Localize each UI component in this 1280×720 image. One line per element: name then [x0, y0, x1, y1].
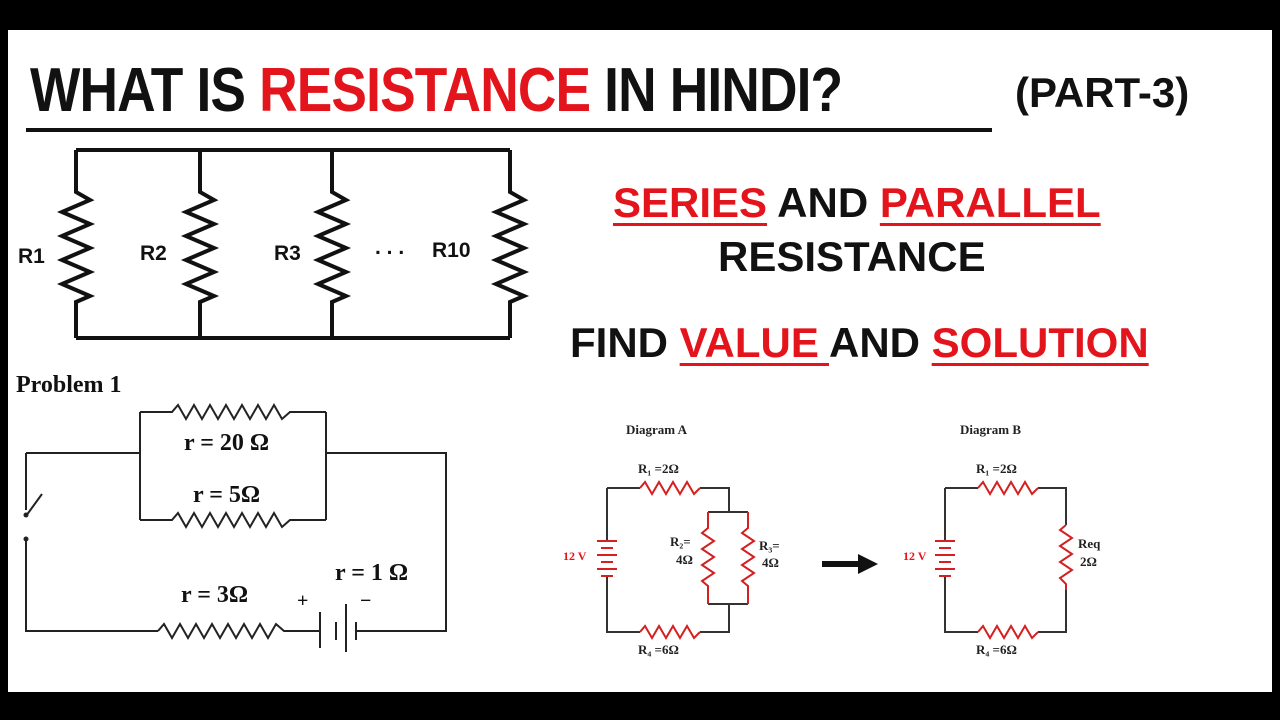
a-r1-label: R₁ =2Ω [638, 461, 679, 476]
right-wire-top [326, 452, 447, 632]
series-word: SERIES [613, 179, 768, 226]
a-r3-zigzag [740, 512, 756, 604]
a-bottom-stub [700, 604, 730, 633]
branch-r2 [180, 150, 220, 338]
a-r4-zigzag [639, 624, 701, 640]
branch-r10 [490, 150, 530, 338]
resistance-word: RESISTANCE [718, 233, 986, 280]
b-r4-zigzag [977, 624, 1039, 640]
battery-minus: − [360, 590, 372, 612]
diagram-a-heading: Diagram A [626, 422, 688, 437]
battery-plus: + [297, 590, 309, 612]
series-parallel-heading: SERIES AND PARALLEL [613, 182, 1101, 224]
title-part-label: (PART-3) [1015, 69, 1190, 116]
find-word: FIND [570, 319, 680, 366]
title-highlight: RESISTANCE [259, 56, 591, 125]
switch-contact-top [23, 512, 29, 518]
a-r4-label: R₄ =6Ω [638, 642, 679, 657]
arrow-icon [822, 554, 878, 574]
b-req-label-bot: 2Ω [1080, 554, 1097, 569]
b-bottom-right [1038, 590, 1067, 633]
label-r3: R3 [274, 242, 301, 265]
lower-zigzag [140, 510, 326, 530]
a-r2-label-bot: 4Ω [676, 552, 693, 567]
b-wire-left-low [944, 576, 978, 633]
upper-zigzag [140, 402, 326, 422]
a-r2-zigzag [700, 512, 716, 604]
label-r10: R10 [432, 239, 471, 262]
a-battery [597, 540, 617, 577]
a-r2-label-top: R₂= [670, 534, 691, 549]
label-r3-problem: r = 3Ω [181, 582, 249, 608]
switch-arm [25, 493, 43, 517]
a-r1-zigzag [639, 480, 701, 496]
a-r3-label-bot: 4Ω [762, 555, 779, 570]
label-r1-problem: r = 1 Ω [335, 560, 409, 586]
label-r20: r = 20 Ω [184, 430, 270, 456]
b-r4-label: R₄ =6Ω [976, 642, 1017, 657]
b-req-zigzag [1058, 524, 1074, 590]
label-r5: r = 5Ω [193, 482, 261, 508]
white-card [8, 30, 1272, 692]
value-word: VALUE [679, 319, 829, 366]
branch-r3 [312, 150, 352, 338]
r3-zigzag [157, 621, 320, 641]
page-title: WHAT IS RESISTANCE IN HINDI? [30, 60, 843, 122]
title-part1: WHAT IS [30, 56, 260, 125]
parallel-word: PARALLEL [879, 179, 1101, 226]
left-wire-lower [25, 540, 158, 632]
title-part2: IN HINDI? [590, 56, 843, 125]
and-word-2: AND [829, 319, 932, 366]
diagram-b-heading: Diagram B [960, 422, 1022, 437]
b-r1-label: R₁ =2Ω [976, 461, 1017, 476]
a-top-right [700, 487, 730, 512]
b-top-right [1038, 487, 1067, 525]
a-voltage: 12 V [563, 549, 587, 563]
branch-r1 [56, 150, 96, 338]
a-r3-label-top: R₃= [759, 538, 780, 553]
title-underline [26, 128, 992, 132]
b-r1-zigzag [977, 480, 1039, 496]
switch-contact-bottom [23, 536, 29, 542]
problem-heading: Problem 1 [16, 372, 122, 398]
label-r1: R1 [18, 245, 45, 268]
b-battery [935, 540, 955, 577]
and-word-1: AND [767, 179, 880, 226]
solution-word: SOLUTION [931, 319, 1149, 366]
b-req-label-top: Req [1078, 536, 1101, 551]
label-r2: R2 [140, 242, 167, 265]
find-value-heading: FIND VALUE AND SOLUTION [570, 322, 1149, 364]
a-wire-left-low [606, 576, 640, 633]
label-dots: . . . [375, 236, 405, 259]
b-voltage: 12 V [903, 549, 927, 563]
